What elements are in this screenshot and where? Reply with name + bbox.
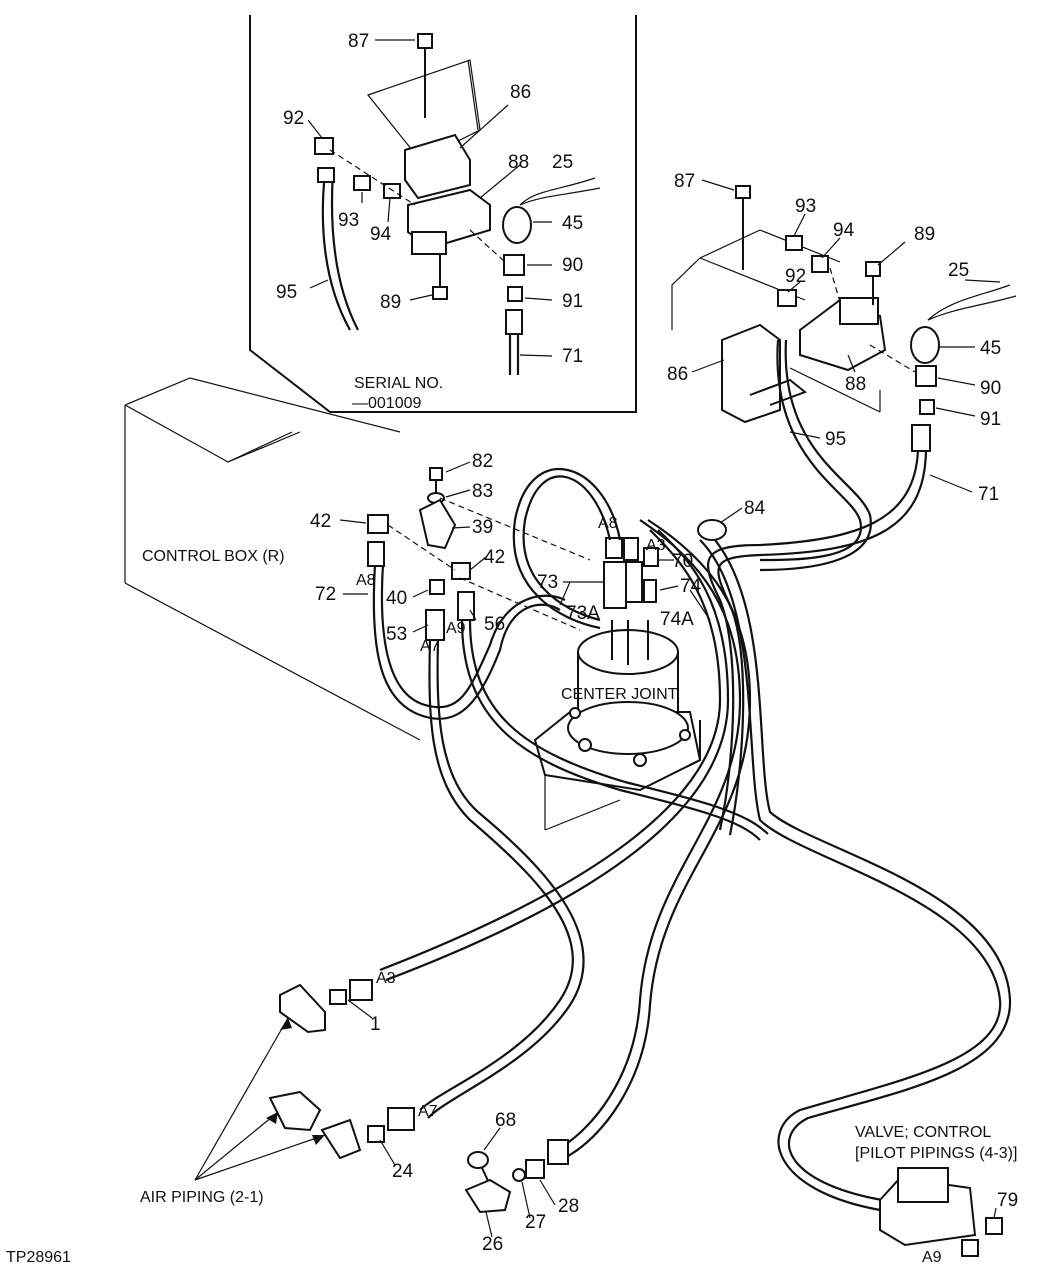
- part-93: 93: [795, 196, 816, 217]
- inset-labels: 87 86 92 88 25 93 94 45 90 95 89 91 71 S…: [276, 31, 583, 412]
- hose-tag-a3-bottom: A3: [376, 970, 396, 987]
- callouts: CONTROL BOX (R) CENTER JOINT AIR PIPING …: [140, 548, 1017, 1206]
- inset-part-89: 89: [380, 292, 401, 313]
- part-68: 68: [495, 1110, 516, 1131]
- part-25: 25: [948, 260, 969, 281]
- part-90: 90: [980, 378, 1001, 399]
- inset-part-93: 93: [338, 210, 359, 231]
- part-95: 95: [825, 429, 846, 450]
- part-89: 89: [914, 224, 935, 245]
- hoses: [367, 339, 1012, 1212]
- part-39: 39: [472, 517, 493, 538]
- inset-part-45: 45: [562, 213, 583, 234]
- part-24: 24: [392, 1161, 414, 1182]
- inset-part-91: 91: [562, 291, 583, 312]
- part-45: 45: [980, 338, 1001, 359]
- hose-tag-a3-center: A3: [646, 537, 666, 554]
- part-73: 73: [537, 572, 558, 593]
- center-joint: [533, 537, 702, 831]
- part-74: 74: [680, 576, 702, 597]
- part-26: 26: [482, 1234, 503, 1255]
- figure-id: TP28961: [6, 1249, 71, 1266]
- control-box: [124, 377, 421, 741]
- part-72: 72: [315, 584, 336, 605]
- inset-part-88: 88: [508, 152, 529, 173]
- part-84: 84: [744, 498, 766, 519]
- control-box-callout: CONTROL BOX (R): [142, 548, 285, 565]
- bottom-parts: [194, 979, 1003, 1257]
- part-92: 92: [785, 266, 806, 287]
- solenoid-assembly: [671, 185, 1017, 424]
- hose-tag-a9-center: A9: [446, 620, 466, 637]
- part-28: 28: [558, 1196, 579, 1217]
- inset-part-95: 95: [276, 282, 297, 303]
- inset-drawing: [307, 33, 601, 375]
- air-piping-callout: AIR PIPING (2-1): [140, 1189, 264, 1206]
- inset-part-25: 25: [552, 152, 573, 173]
- part-79: 79: [997, 1190, 1018, 1211]
- part-74a: 74A: [660, 609, 694, 630]
- part-1: 1: [370, 1014, 381, 1035]
- serial-no-range: —001009: [352, 395, 421, 412]
- part-86: 86: [667, 364, 688, 385]
- main-labels: 87 93 94 89 92 25 45 86 88 90 91 95 71 8…: [310, 171, 1018, 1255]
- hose-tag-a9-bottom: A9: [922, 1249, 942, 1266]
- part-42-right: 42: [484, 547, 505, 568]
- inset-frame: [249, 15, 637, 413]
- part-83: 83: [472, 481, 493, 502]
- part-88: 88: [845, 374, 866, 395]
- part-42-left: 42: [310, 511, 331, 532]
- part-70: 70: [672, 551, 693, 572]
- hose-tag-a7-bottom: A7: [418, 1103, 438, 1120]
- inset-part-87: 87: [348, 31, 369, 52]
- hose-tag-a7-center: A7: [420, 638, 440, 655]
- inset-part-92: 92: [283, 108, 304, 129]
- inset-part-86: 86: [510, 82, 531, 103]
- inset-part-94: 94: [370, 224, 392, 245]
- part-82: 82: [472, 451, 493, 472]
- part-53: 53: [386, 624, 407, 645]
- serial-no-label: SERIAL NO.: [354, 375, 443, 392]
- part-71: 71: [978, 484, 999, 505]
- part-73a: 73A: [566, 603, 600, 624]
- hose-tag-a8-center: A8: [598, 515, 618, 532]
- part-91: 91: [980, 409, 1001, 430]
- inset-part-71: 71: [562, 346, 583, 367]
- hose-tags: A8 A8 A3 A9 A7 A3 A7 A9: [356, 515, 942, 1266]
- upper-left-fittings: [367, 467, 591, 631]
- part-56: 56: [484, 614, 505, 635]
- center-joint-callout: CENTER JOINT: [561, 686, 678, 703]
- inset-part-90: 90: [562, 255, 583, 276]
- hose-tag-a8-left: A8: [356, 572, 376, 589]
- part-94: 94: [833, 220, 855, 241]
- leader-lines: [339, 179, 1001, 1238]
- valve-control-callout: VALVE; CONTROL: [855, 1124, 991, 1141]
- part-87: 87: [674, 171, 695, 192]
- part-27: 27: [525, 1212, 546, 1233]
- pilot-pipings-callout: [PILOT PIPINGS (4-3)]: [855, 1145, 1017, 1162]
- part-40: 40: [386, 588, 407, 609]
